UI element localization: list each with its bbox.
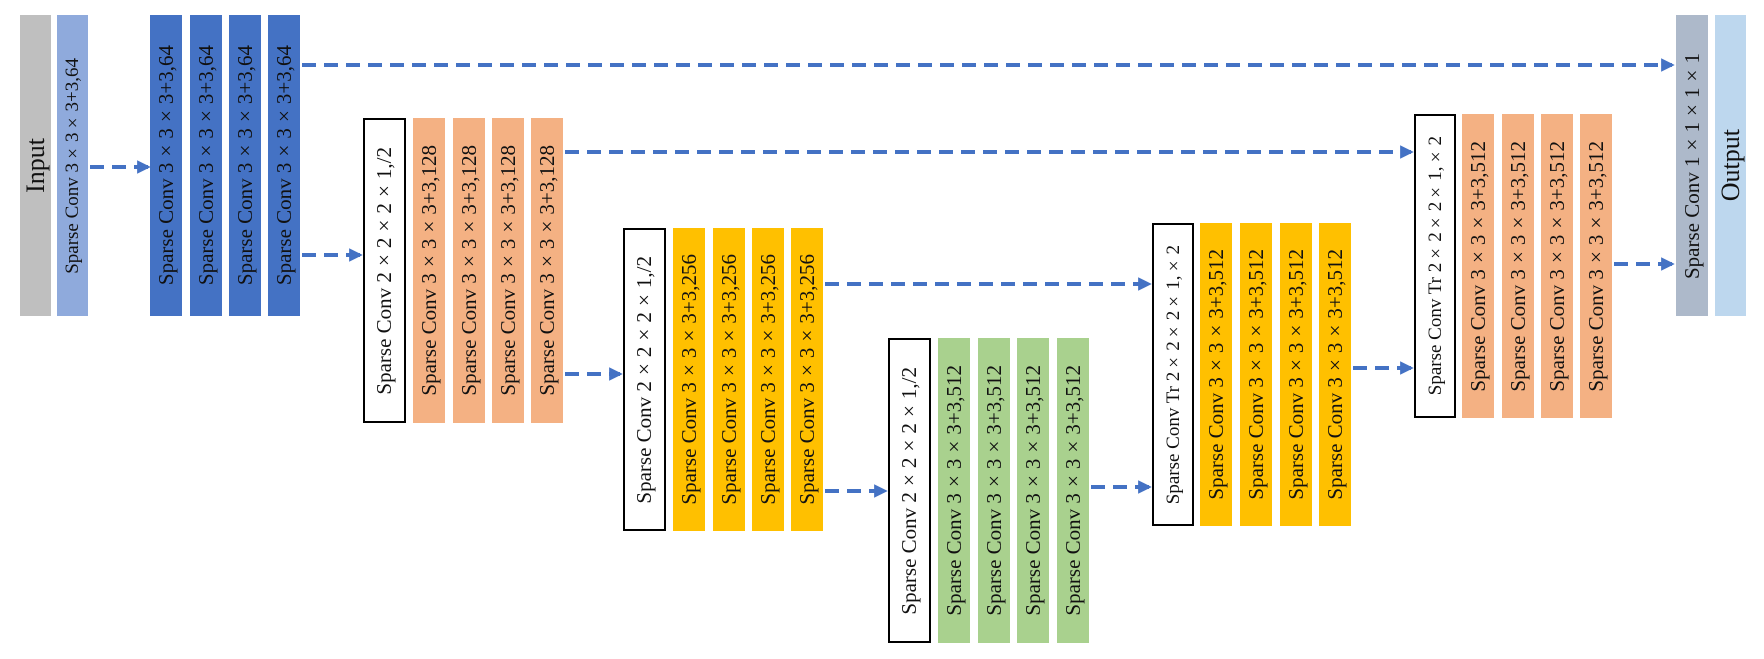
l4-conv-label: Sparse Conv 3×3×3+3,512 (981, 365, 1006, 616)
l2-conv-block: Sparse Conv 3×3×3+3,128 (492, 118, 524, 423)
up1-conv-label: Sparse Conv Tr 2×2×2×1,×2 (1162, 244, 1184, 505)
final-conv-block: Sparse Conv 1×1×1×1 (1676, 15, 1708, 316)
down1-conv-block: Sparse Conv 2×2×2×1,/2 (363, 118, 406, 423)
final-conv-label: Sparse Conv 1×1×1×1 (1679, 52, 1704, 279)
down3-conv-block: Sparse Conv 2×2×2×1,/2 (888, 338, 931, 643)
l2-conv-block: Sparse Conv 3×3×3+3,128 (531, 118, 563, 423)
l3-conv-block: Sparse Conv 3×3×3+3,256 (752, 228, 784, 531)
l4-conv-label: Sparse Conv 3×3×3+3,512 (1020, 365, 1045, 616)
l3-conv-label: Sparse Conv 3×3×3+3,256 (676, 254, 701, 505)
l6-conv-label: Sparse Conv 3×3×3+3,512 (1505, 140, 1530, 392)
l2-conv-label: Sparse Conv 3×3×3+3,128 (456, 145, 481, 396)
l5-conv-block: Sparse Conv 3×3×3+3,512 (1240, 223, 1272, 526)
down2-conv-block: Sparse Conv 2×2×2×1,/2 (623, 228, 666, 531)
l3-conv-label: Sparse Conv 3×3×3+3,256 (794, 254, 819, 505)
l5-conv-label: Sparse Conv 3×3×3+3,512 (1243, 249, 1268, 500)
l4-conv-block: Sparse Conv 3×3×3+3,512 (938, 338, 970, 643)
l1-conv-block: Sparse Conv 3×3×3+3,64 (150, 15, 182, 316)
l3-conv-block: Sparse Conv 3×3×3+3,256 (673, 228, 705, 531)
l5-conv-label: Sparse Conv 3×3×3+3,512 (1322, 249, 1347, 500)
l6-conv-label: Sparse Conv 3×3×3+3,512 (1583, 140, 1608, 392)
l4-conv-label: Sparse Conv 3×3×3+3,512 (1060, 365, 1085, 616)
l6-conv-label: Sparse Conv 3×3×3+3,512 (1465, 140, 1490, 392)
l5-conv-label: Sparse Conv 3×3×3+3,512 (1283, 249, 1308, 500)
l3-conv-block: Sparse Conv 3×3×3+3,256 (791, 228, 823, 531)
l1-conv-block: Sparse Conv 3×3×3+3,64 (190, 15, 222, 316)
l2-conv-block: Sparse Conv 3×3×3+3,128 (413, 118, 445, 423)
l5-conv-block: Sparse Conv 3×3×3+3,512 (1200, 223, 1232, 526)
l4-conv-block: Sparse Conv 3×3×3+3,512 (978, 338, 1010, 643)
l6-conv-block: Sparse Conv 3×3×3+3,512 (1502, 114, 1534, 418)
up1-conv-block: Sparse Conv Tr 2×2×2×1,×2 (1152, 223, 1194, 526)
l5-conv-block: Sparse Conv 3×3×3+3,512 (1280, 223, 1312, 526)
input-conv-block: Sparse Conv 3×3×3+3,64 (57, 15, 88, 316)
l5-conv-block: Sparse Conv 3×3×3+3,512 (1319, 223, 1351, 526)
l3-conv-label: Sparse Conv 3×3×3+3,256 (755, 254, 780, 505)
l1-conv-label: Sparse Conv 3×3×3+3,64 (193, 45, 218, 286)
l6-conv-block: Sparse Conv 3×3×3+3,512 (1580, 114, 1612, 418)
l6-conv-block: Sparse Conv 3×3×3+3,512 (1462, 114, 1494, 418)
l6-conv-label: Sparse Conv 3×3×3+3,512 (1544, 140, 1569, 392)
l3-conv-label: Sparse Conv 3×3×3+3,256 (716, 254, 741, 505)
l3-conv-block: Sparse Conv 3×3×3+3,256 (713, 228, 745, 531)
l1-conv-label: Sparse Conv 3×3×3+3,64 (153, 45, 178, 286)
output-label: Output (1715, 129, 1745, 202)
l4-conv-block: Sparse Conv 3×3×3+3,512 (1017, 338, 1049, 643)
up2-conv-label: Sparse Conv Tr 2×2×2×1,×2 (1424, 136, 1446, 396)
down1-conv-label: Sparse Conv 2×2×2×1,/2 (372, 146, 396, 395)
l1-conv-block: Sparse Conv 3×3×3+3,64 (268, 15, 300, 316)
up2-conv-block: Sparse Conv Tr 2×2×2×1,×2 (1414, 114, 1456, 418)
l2-conv-block: Sparse Conv 3×3×3+3,128 (453, 118, 485, 423)
input-conv-label: Sparse Conv 3×3×3+3,64 (62, 57, 83, 274)
output-block: Output (1715, 15, 1746, 316)
l1-conv-label: Sparse Conv 3×3×3+3,64 (232, 45, 257, 286)
down3-conv-label: Sparse Conv 2×2×2×1,/2 (897, 366, 921, 615)
l4-conv-label: Sparse Conv 3×3×3+3,512 (941, 365, 966, 616)
l2-conv-label: Sparse Conv 3×3×3+3,128 (495, 145, 520, 396)
l2-conv-label: Sparse Conv 3×3×3+3,128 (534, 145, 559, 396)
l2-conv-label: Sparse Conv 3×3×3+3,128 (416, 145, 441, 396)
input-block: Input (20, 15, 51, 316)
l1-conv-block: Sparse Conv 3×3×3+3,64 (229, 15, 261, 316)
down2-conv-label: Sparse Conv 2×2×2×1,/2 (632, 255, 656, 504)
l1-conv-label: Sparse Conv 3×3×3+3,64 (271, 45, 296, 286)
input-label: Input (20, 138, 50, 193)
l4-conv-block: Sparse Conv 3×3×3+3,512 (1057, 338, 1089, 643)
l5-conv-label: Sparse Conv 3×3×3+3,512 (1203, 249, 1228, 500)
l6-conv-block: Sparse Conv 3×3×3+3,512 (1541, 114, 1573, 418)
